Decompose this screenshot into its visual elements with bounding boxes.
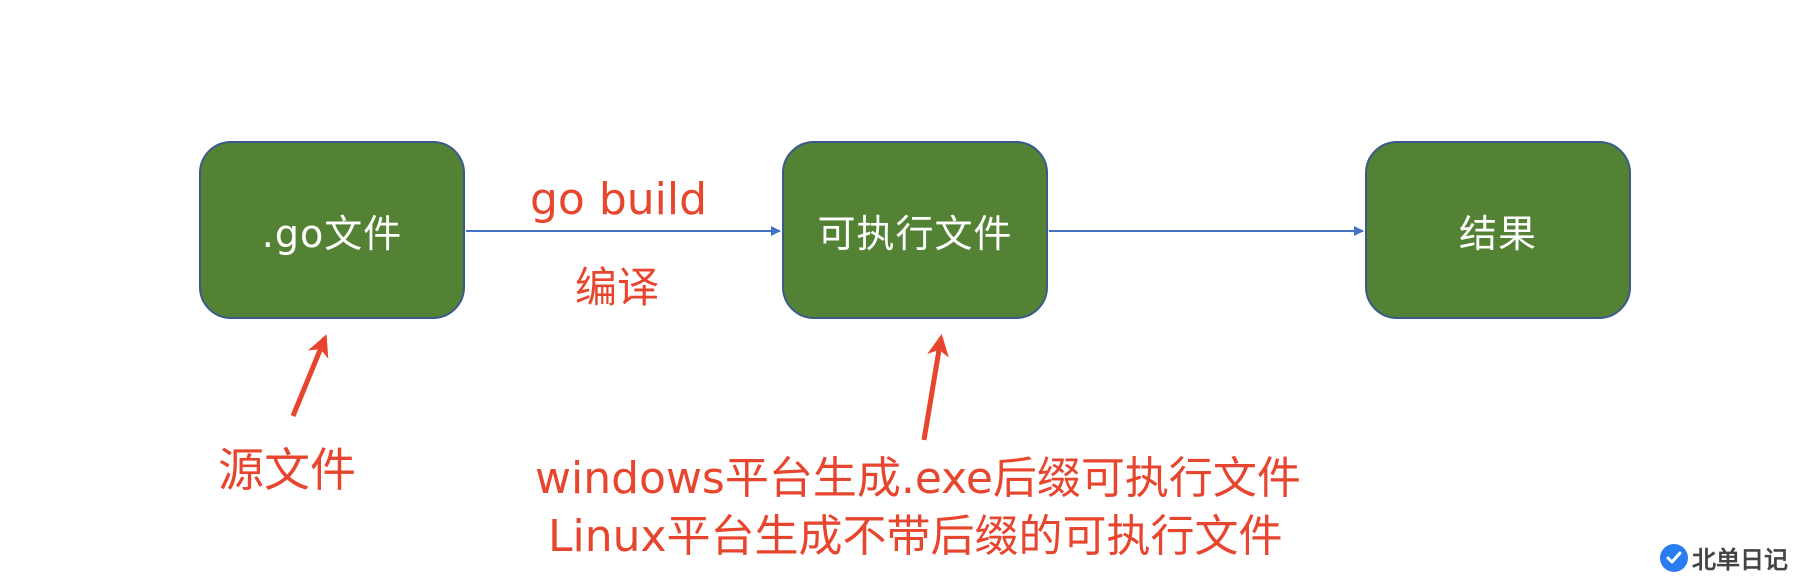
node-go-source-label: .go文件 <box>261 211 403 256</box>
pointer-arrow-exe <box>921 334 949 441</box>
node-go-source: .go文件 <box>199 141 465 319</box>
annotation-source-file: 源文件 <box>218 443 356 497</box>
node-result: 结果 <box>1365 141 1631 319</box>
node-result-label: 结果 <box>1458 211 1537 256</box>
pointer-arrow-source <box>290 334 329 417</box>
watermark-text: 北单日记 <box>1692 546 1788 574</box>
node-executable: 可执行文件 <box>782 141 1048 319</box>
edge-label-compile: 编译 <box>575 263 660 312</box>
edge-label-go-build: go build <box>530 174 708 225</box>
watermark: 北单日记 <box>1660 540 1788 575</box>
check-badge-icon <box>1660 543 1688 572</box>
node-executable-label: 可执行文件 <box>817 211 1013 256</box>
annotation-linux: Linux平台生成不带后缀的可执行文件 <box>548 511 1283 562</box>
annotation-windows: windows平台生成.exe后缀可执行文件 <box>535 453 1301 504</box>
